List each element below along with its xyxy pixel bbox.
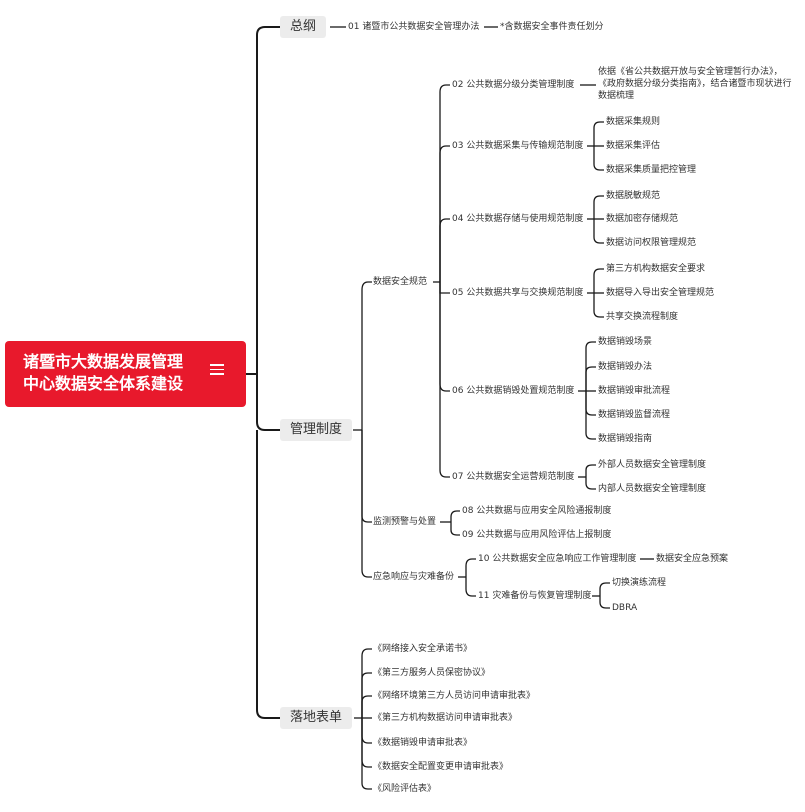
topic-04-item[interactable]: 数据脱敏规范 xyxy=(605,190,662,202)
topic-02-note[interactable]: 依据《省公共数据开放与安全管理暂行办法》，《政府数据分级分类指南》，结合诸暨市现… xyxy=(597,66,793,102)
topic-06-item[interactable]: 数据销毁场景 xyxy=(597,336,654,348)
topic-11[interactable]: 11 灾难备份与恢复管理制度 xyxy=(477,590,593,602)
form-item[interactable]: 《第三方服务人员保密协议》 xyxy=(372,667,492,679)
branch-management[interactable]: 管理制度 xyxy=(280,419,353,441)
branch-general[interactable]: 总纲 xyxy=(280,16,327,38)
form-item[interactable]: 《第三方机构数据访问申请审批表》 xyxy=(372,712,519,724)
topic-04-item[interactable]: 数据加密存储规范 xyxy=(605,213,680,225)
topic-06[interactable]: 06 公共数据销毁处置规范制度 xyxy=(451,385,576,397)
form-item[interactable]: 《网络环境第三方人员访问申请审批表》 xyxy=(372,690,537,702)
topic-05-item[interactable]: 共享交换流程制度 xyxy=(605,311,680,323)
note-icon[interactable] xyxy=(210,364,224,375)
topic-monitoring[interactable]: 监测预警与处置 xyxy=(372,516,438,528)
topic-06-item[interactable]: 数据销毁监督流程 xyxy=(597,409,672,421)
topic-03-item[interactable]: 数据采集规则 xyxy=(605,116,662,128)
form-item[interactable]: 《数据安全配置变更申请审批表》 xyxy=(372,761,510,773)
topic-04-item[interactable]: 数据访问权限管理规范 xyxy=(605,237,698,249)
form-item[interactable]: 《数据销毁申请审批表》 xyxy=(372,737,474,749)
topic-11-item[interactable]: DBRA xyxy=(611,602,639,614)
topic-02[interactable]: 02 公共数据分级分类管理制度 xyxy=(451,79,576,91)
topic-01-note[interactable]: *含数据安全事件责任划分 xyxy=(499,21,605,33)
topic-01[interactable]: 01 诸暨市公共数据安全管理办法 xyxy=(347,21,481,33)
topic-06-item[interactable]: 数据销毁指南 xyxy=(597,433,654,445)
topic-05-item[interactable]: 数据导入导出安全管理规范 xyxy=(605,287,716,299)
topic-03-item[interactable]: 数据采集评估 xyxy=(605,140,662,152)
topic-08[interactable]: 08 公共数据与应用安全风险通报制度 xyxy=(461,505,613,517)
topic-10[interactable]: 10 公共数据安全应急响应工作管理制度 xyxy=(477,553,638,565)
topic-06-item[interactable]: 数据销毁办法 xyxy=(597,361,654,373)
root-title-line2: 中心数据安全体系建设 xyxy=(23,374,184,393)
topic-data-security[interactable]: 数据安全规范 xyxy=(372,276,429,288)
form-item[interactable]: 《网络接入安全承诺书》 xyxy=(372,643,474,655)
topic-07-item[interactable]: 外部人员数据安全管理制度 xyxy=(597,459,708,471)
root-title-line1: 诸暨市大数据发展管理 xyxy=(23,352,184,371)
topic-05-item[interactable]: 第三方机构数据安全要求 xyxy=(605,263,707,275)
topic-04[interactable]: 04 公共数据存储与使用规范制度 xyxy=(451,213,585,225)
form-item[interactable]: 《风险评估表》 xyxy=(372,783,438,795)
topic-emergency[interactable]: 应急响应与灾难备份 xyxy=(372,571,456,583)
topic-03-item[interactable]: 数据采集质量把控管理 xyxy=(605,164,698,176)
topic-03[interactable]: 03 公共数据采集与传输规范制度 xyxy=(451,140,585,152)
topic-06-item[interactable]: 数据销毁审批流程 xyxy=(597,385,672,397)
branch-forms[interactable]: 落地表单 xyxy=(280,707,353,729)
topic-07-item[interactable]: 内部人员数据安全管理制度 xyxy=(597,483,708,495)
topic-10-note[interactable]: 数据安全应急预案 xyxy=(655,553,730,565)
topic-11-item[interactable]: 切换演练流程 xyxy=(611,577,668,589)
topic-09[interactable]: 09 公共数据与应用风险评估上报制度 xyxy=(461,529,613,541)
topic-05[interactable]: 05 公共数据共享与交换规范制度 xyxy=(451,287,585,299)
topic-07[interactable]: 07 公共数据安全运营规范制度 xyxy=(451,471,576,483)
root-topic[interactable]: 诸暨市大数据发展管理 中心数据安全体系建设 xyxy=(5,341,246,407)
